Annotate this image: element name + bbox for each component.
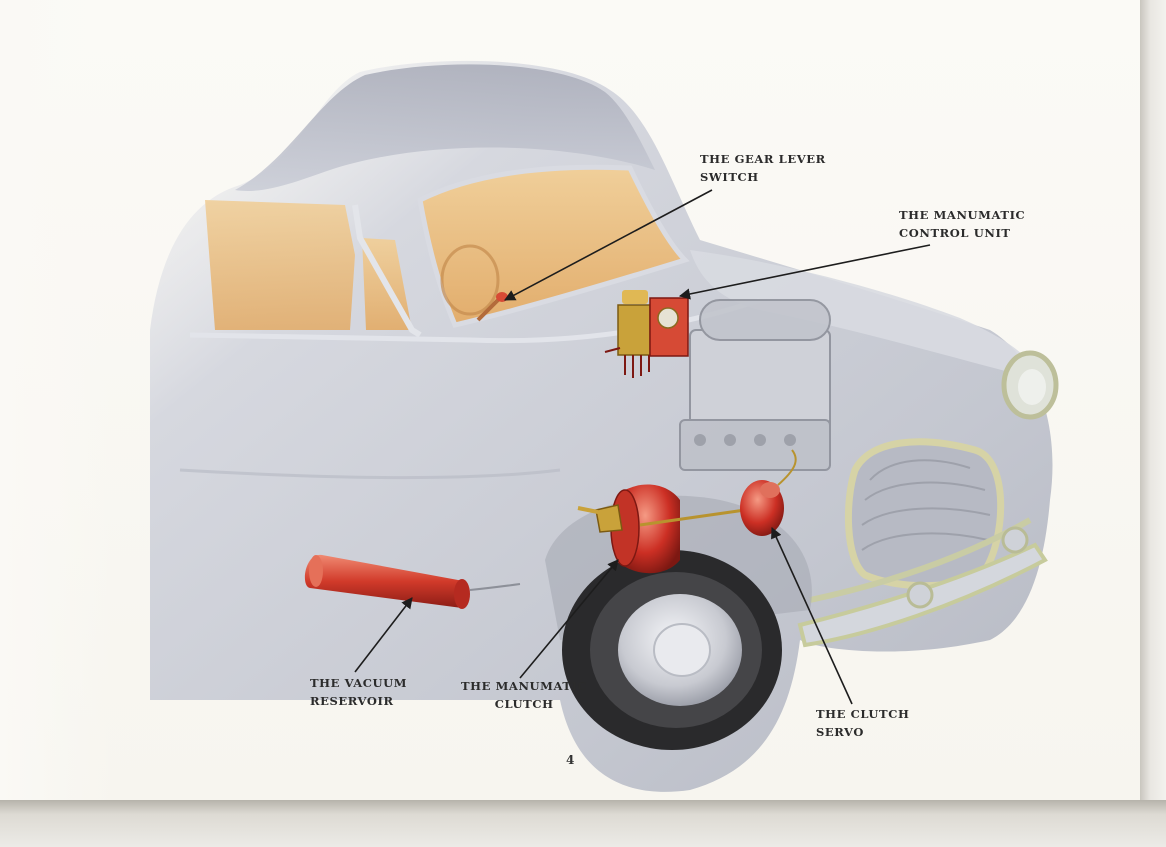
clutch-servo-pointer	[771, 526, 853, 705]
gear-lever-switch-pointer	[504, 189, 713, 301]
page-number: 4	[566, 753, 575, 767]
label-vacuum-reservoir: THE VACUUM RESERVOIR	[310, 674, 407, 710]
label-control-unit: THE MANUMATIC CONTROL UNIT	[899, 206, 1025, 242]
overrider-left	[906, 581, 934, 609]
manumatic-clutch-pointer	[519, 559, 619, 679]
bonnet	[690, 250, 1040, 380]
label-gear-lever-switch: THE GEAR LEVER SWITCH	[700, 150, 826, 186]
label-manumatic-clutch-line1: THE MANUMATIC	[461, 679, 588, 693]
hubcap-centre	[653, 623, 711, 677]
vacuum-reservoir	[304, 554, 521, 609]
clutch-servo	[740, 449, 797, 536]
label-clutch-servo-line1: THE CLUTCH	[816, 707, 910, 721]
servo-linkage-rod	[639, 508, 746, 527]
control-unit-pointer	[678, 244, 931, 300]
label-gear-lever-switch-line1: THE GEAR LEVER	[700, 152, 826, 166]
page-edge-right	[1140, 0, 1166, 847]
label-vacuum-reservoir-line1: THE VACUUM	[310, 676, 408, 690]
label-control-unit-line1: THE MANUMATIC	[899, 208, 1026, 222]
overrider-right	[1001, 526, 1029, 554]
engine	[679, 299, 831, 471]
headlight-lens	[1018, 369, 1046, 405]
label-manumatic-clutch: THE MANUMATIC CLUTCH	[461, 677, 587, 713]
label-control-unit-line2: CONTROL UNIT	[899, 226, 1011, 240]
manumatic-control-unit	[604, 290, 689, 378]
manumatic-clutch	[577, 484, 680, 574]
left-fade	[0, 0, 520, 800]
car-cutaway-illustration	[0, 0, 1059, 800]
page-edge-bottom	[0, 800, 1166, 847]
label-clutch-servo: THE CLUTCH SERVO	[816, 705, 909, 741]
label-gear-lever-switch-line2: SWITCH	[700, 170, 759, 184]
label-manumatic-clutch-line2: CLUTCH	[494, 697, 554, 711]
vacuum-reservoir-pointer	[354, 597, 413, 673]
radiator-grille	[845, 438, 1005, 590]
label-vacuum-reservoir-line2: RESERVOIR	[310, 694, 394, 708]
label-clutch-servo-line2: SERVO	[816, 725, 864, 739]
